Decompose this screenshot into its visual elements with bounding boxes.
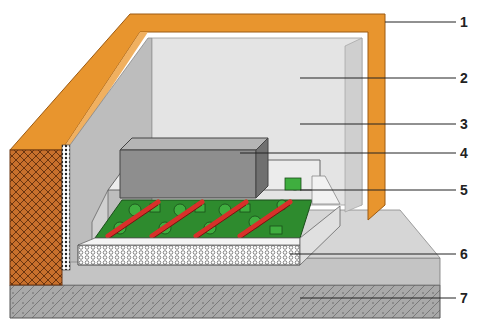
callout-number: 3 [460, 116, 468, 132]
callout-number: 4 [460, 145, 468, 161]
circuit-board [95, 176, 340, 239]
base-plate [78, 206, 340, 265]
callout-number: 2 [460, 70, 468, 86]
callout-number: 1 [460, 14, 468, 30]
callout-number: 6 [460, 246, 468, 262]
leader-lines [240, 22, 456, 298]
module-box [120, 138, 268, 198]
callout-number: 7 [460, 290, 468, 306]
outer-wall [10, 14, 385, 285]
callout-number: 5 [460, 182, 468, 198]
